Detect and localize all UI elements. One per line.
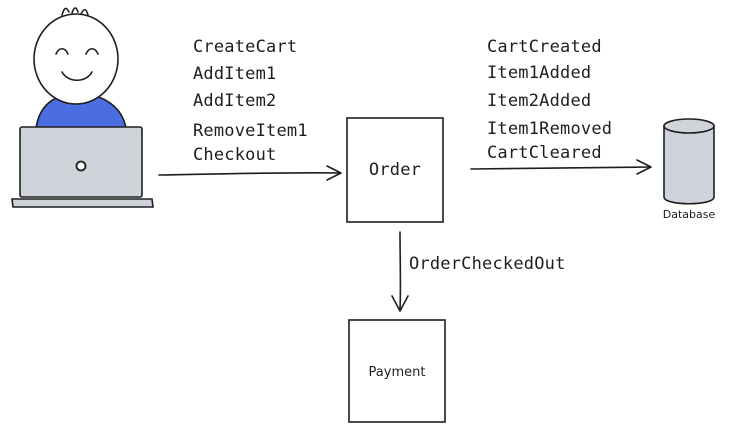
command-add-item1: AddItem1 xyxy=(193,64,276,84)
event-item1-removed: Item1Removed xyxy=(487,119,612,139)
user-at-laptop xyxy=(11,7,154,208)
database-icon xyxy=(663,118,715,205)
order-label: Order xyxy=(369,160,421,180)
payment-service-box xyxy=(348,319,446,423)
command-remove-item1: RemoveItem1 xyxy=(193,121,308,141)
order-checked-out-label: OrderCheckedOut xyxy=(409,254,566,274)
command-create-cart: CreateCart xyxy=(193,37,297,57)
events-arrow xyxy=(470,159,652,175)
checkout-arrow xyxy=(391,231,409,312)
commands-arrow xyxy=(158,165,342,181)
command-list: CreateCart AddItem1 AddItem2 RemoveItem1… xyxy=(193,37,308,165)
command-checkout: Checkout xyxy=(193,145,276,165)
database-label: Database xyxy=(663,208,716,221)
user-head xyxy=(33,13,119,105)
event-item1-added: Item1Added xyxy=(487,63,591,83)
order-service-box xyxy=(346,117,444,223)
event-cart-created: CartCreated xyxy=(487,37,602,57)
event-list: CartCreated Item1Added Item2Added Item1R… xyxy=(487,37,612,163)
payment-label: Payment xyxy=(369,365,426,380)
event-cart-cleared: CartCleared xyxy=(487,143,602,163)
command-add-item2: AddItem2 xyxy=(193,91,276,111)
laptop-base xyxy=(11,198,154,208)
event-item2-added: Item2Added xyxy=(487,91,591,111)
